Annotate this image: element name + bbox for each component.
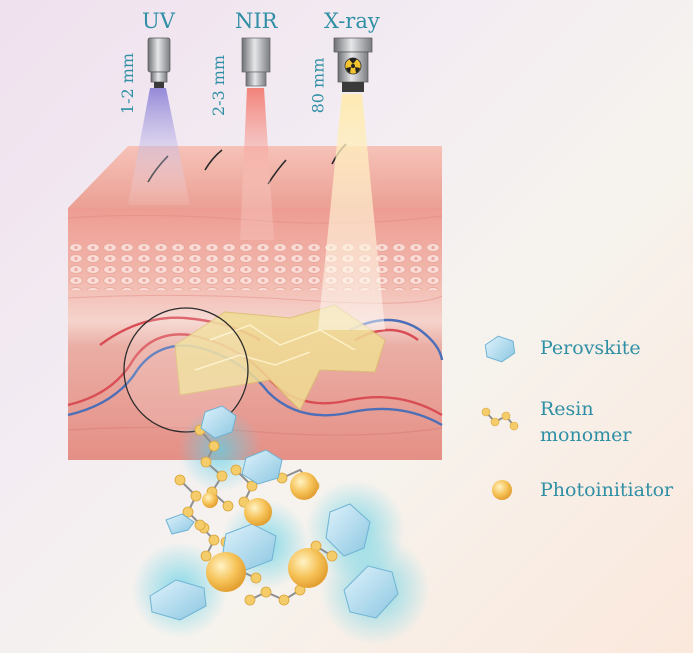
legend-perovskite-label: Perovskite: [540, 337, 641, 359]
skin-block: [67, 143, 444, 460]
legend-icons: [481, 335, 519, 500]
molecular-network: [132, 405, 430, 645]
uv-source: [147, 37, 171, 88]
legend-resin-label-line1: Resin: [540, 398, 594, 420]
uv-beam: [128, 88, 190, 205]
legend-resin-label-line2: monomer: [540, 424, 632, 446]
epidermis-cell-layer: [68, 240, 442, 290]
xray-source: [333, 37, 373, 92]
nir-depth-label: 2-3 mm: [209, 54, 229, 117]
nir-source: [241, 37, 271, 87]
hair: [204, 149, 223, 171]
xray-beam: [318, 94, 385, 330]
xray-depth-label: 80 mm: [308, 57, 328, 114]
uv-label: UV: [142, 9, 175, 33]
uv-depth-label: 1-2 mm: [118, 52, 138, 115]
legend-photoinitiator-label: Photoinitiator: [540, 479, 674, 501]
photoinitiator-icon: [492, 480, 512, 500]
nir-beam: [240, 88, 274, 240]
beams: [128, 88, 385, 330]
perovskite-icon: [484, 335, 516, 363]
resin-monomer-icon: [481, 407, 519, 431]
nir-label: NIR: [235, 9, 278, 33]
cured-implant: [174, 304, 386, 411]
xray-label: X-ray: [324, 9, 380, 33]
